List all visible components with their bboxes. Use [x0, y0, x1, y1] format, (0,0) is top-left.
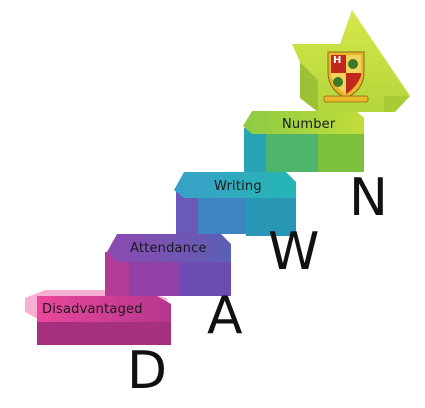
acrostic-letter-w: W [268, 222, 320, 282]
crest-letter-l: L [347, 76, 354, 87]
step-number [243, 111, 364, 172]
step-label-writing: Writing [214, 179, 262, 194]
step-label-attendance: Attendance [130, 241, 207, 256]
step-disadvantaged [25, 290, 171, 345]
step-label-disadvantaged: Disadvantaged [42, 302, 143, 317]
step-label-number: Number [282, 117, 336, 132]
step-writing [174, 172, 296, 236]
acrostic-letter-n: N [349, 168, 388, 228]
crest-letter-h: H [333, 55, 342, 66]
school-crest-logo [323, 51, 369, 103]
riser-1 [105, 252, 180, 296]
acrostic-letter-d: D [127, 341, 168, 401]
step-attendance [107, 234, 231, 296]
acrostic-letter-a: A [207, 286, 243, 346]
riser-3 [244, 128, 318, 172]
riser-2 [176, 190, 246, 234]
